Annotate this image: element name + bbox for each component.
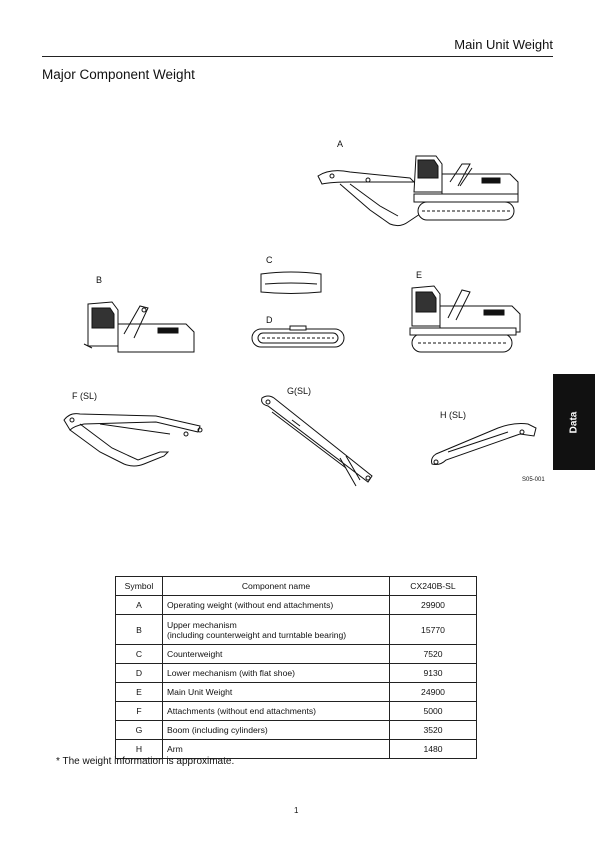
row-weight: 7520 (389, 644, 477, 664)
boom-illustration (261, 395, 373, 487)
row-symbol: G (115, 720, 163, 740)
figure-label-a: A (337, 139, 344, 149)
table-row: B Upper mechanism (including counterweig… (115, 614, 477, 645)
table-row: C Counterweight 7520 (115, 644, 477, 664)
row-component-name-line1: Upper mechanism (167, 619, 237, 630)
row-symbol: B (115, 614, 163, 645)
figure-label-g: G(SL) (287, 386, 312, 396)
section-tab-label: Data (568, 411, 580, 433)
table-row: H Arm 1480 (115, 739, 477, 759)
row-symbol: F (115, 701, 163, 721)
figure-label-c: C (266, 255, 273, 265)
page-number: 1 (294, 806, 299, 815)
header-model: CX240B-SL (389, 576, 477, 596)
main-unit-illustration (409, 285, 521, 353)
attachments-illustration (63, 413, 203, 467)
component-weight-table: Symbol Component name CX240B-SL A Operat… (115, 576, 477, 759)
table-row: E Main Unit Weight 24900 (115, 682, 477, 702)
row-component-name: Operating weight (without end attachment… (162, 595, 390, 615)
row-component-name-line2: (including counterweight and turntable b… (167, 629, 347, 640)
header-symbol: Symbol (115, 576, 163, 596)
header-divider (42, 56, 553, 57)
row-component-name: Counterweight (162, 644, 390, 664)
figure-label-d: D (266, 315, 273, 325)
section-tab-data: Data (553, 374, 595, 470)
header-component-name: Component name (162, 576, 390, 596)
table-row: F Attachments (without end attachments) … (115, 701, 477, 721)
row-weight: 9130 (389, 663, 477, 683)
excavator-full-illustration (317, 155, 519, 227)
table-row: D Lower mechanism (with flat shoe) 9130 (115, 663, 477, 683)
row-component-name: Main Unit Weight (162, 682, 390, 702)
row-symbol: D (115, 663, 163, 683)
table-row: A Operating weight (without end attachme… (115, 595, 477, 615)
row-component-name: Boom (including cylinders) (162, 720, 390, 740)
figure-label-f: F (SL) (72, 391, 98, 401)
counterweight-illustration (260, 271, 322, 294)
page-header-title: Main Unit Weight (454, 37, 553, 52)
arm-illustration (431, 423, 537, 465)
table-header-row: Symbol Component name CX240B-SL (115, 576, 477, 596)
row-symbol: C (115, 644, 163, 664)
lower-mechanism-illustration (251, 325, 345, 348)
upper-mechanism-illustration (83, 301, 195, 353)
row-weight: 1480 (389, 739, 477, 759)
row-component-name: Lower mechanism (with flat shoe) (162, 663, 390, 683)
figure-label-h: H (SL) (440, 410, 467, 420)
figure-code: S05-001 (522, 477, 545, 483)
row-weight: 15770 (389, 614, 477, 645)
row-component-name: Attachments (without end attachments) (162, 701, 390, 721)
row-weight: 24900 (389, 682, 477, 702)
row-weight: 5000 (389, 701, 477, 721)
row-weight: 29900 (389, 595, 477, 615)
row-symbol: A (115, 595, 163, 615)
row-symbol: E (115, 682, 163, 702)
footnote: * The weight information is approximate. (56, 756, 235, 767)
row-component-name: Upper mechanism (including counterweight… (162, 614, 390, 645)
table-row: G Boom (including cylinders) 3520 (115, 720, 477, 740)
figure-label-e: E (416, 270, 423, 280)
row-component-name: Arm (162, 739, 390, 759)
row-weight: 3520 (389, 720, 477, 740)
figure-label-b: B (96, 275, 103, 285)
section-title: Major Component Weight (42, 67, 195, 82)
